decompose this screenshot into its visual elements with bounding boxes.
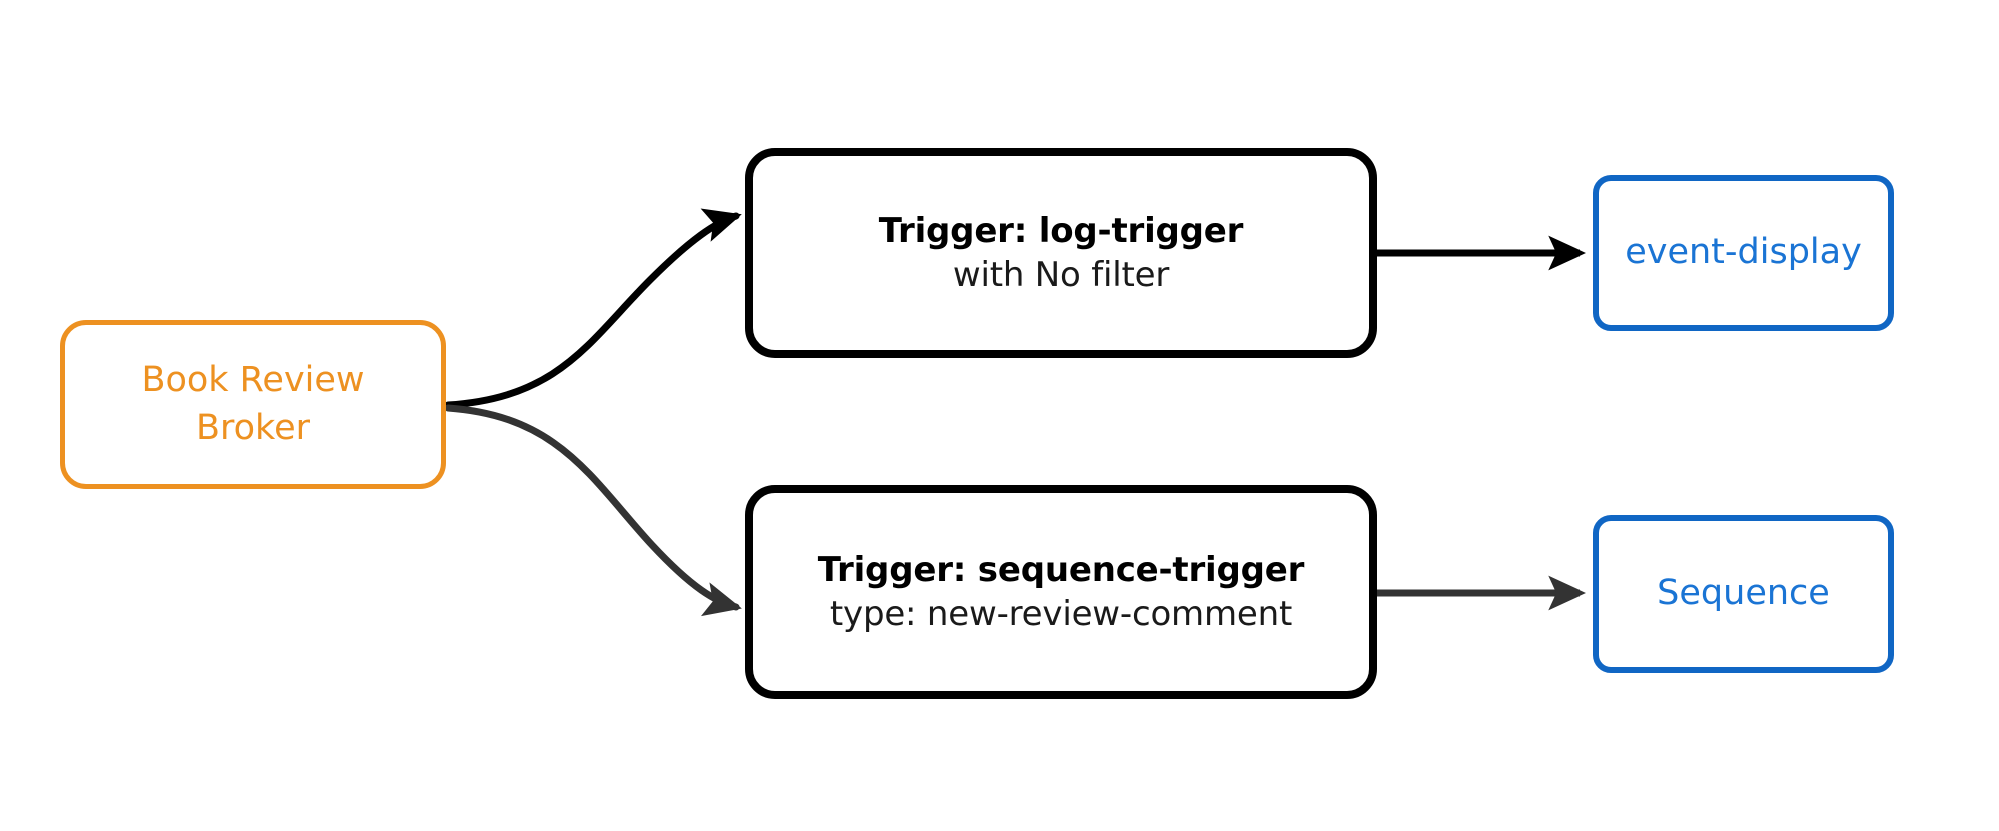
node-sequence-trigger[interactable]: Trigger: sequence-trigger type: new-revi… xyxy=(745,485,1377,699)
node-book-review-broker[interactable]: Book Review Broker xyxy=(60,320,446,489)
event-display-label: event-display xyxy=(1625,232,1862,273)
log-trigger-title: Trigger: log-trigger xyxy=(878,210,1244,251)
sequence-trigger-title: Trigger: sequence-trigger xyxy=(817,549,1305,590)
node-event-display[interactable]: event-display xyxy=(1593,175,1894,331)
edge-broker-to-sequence-trigger xyxy=(444,404,742,617)
log-trigger-subtitle: with No filter xyxy=(952,255,1170,295)
broker-label-line-2: Broker xyxy=(196,407,310,448)
node-log-trigger[interactable]: Trigger: log-trigger with No filter xyxy=(745,148,1377,358)
sequence-trigger-subtitle: type: new-review-comment xyxy=(829,594,1293,634)
node-sequence[interactable]: Sequence xyxy=(1593,515,1894,673)
broker-label-line-1: Book Review xyxy=(141,360,365,401)
edge-broker-to-log-trigger xyxy=(444,208,742,409)
sequence-label: Sequence xyxy=(1657,573,1830,614)
